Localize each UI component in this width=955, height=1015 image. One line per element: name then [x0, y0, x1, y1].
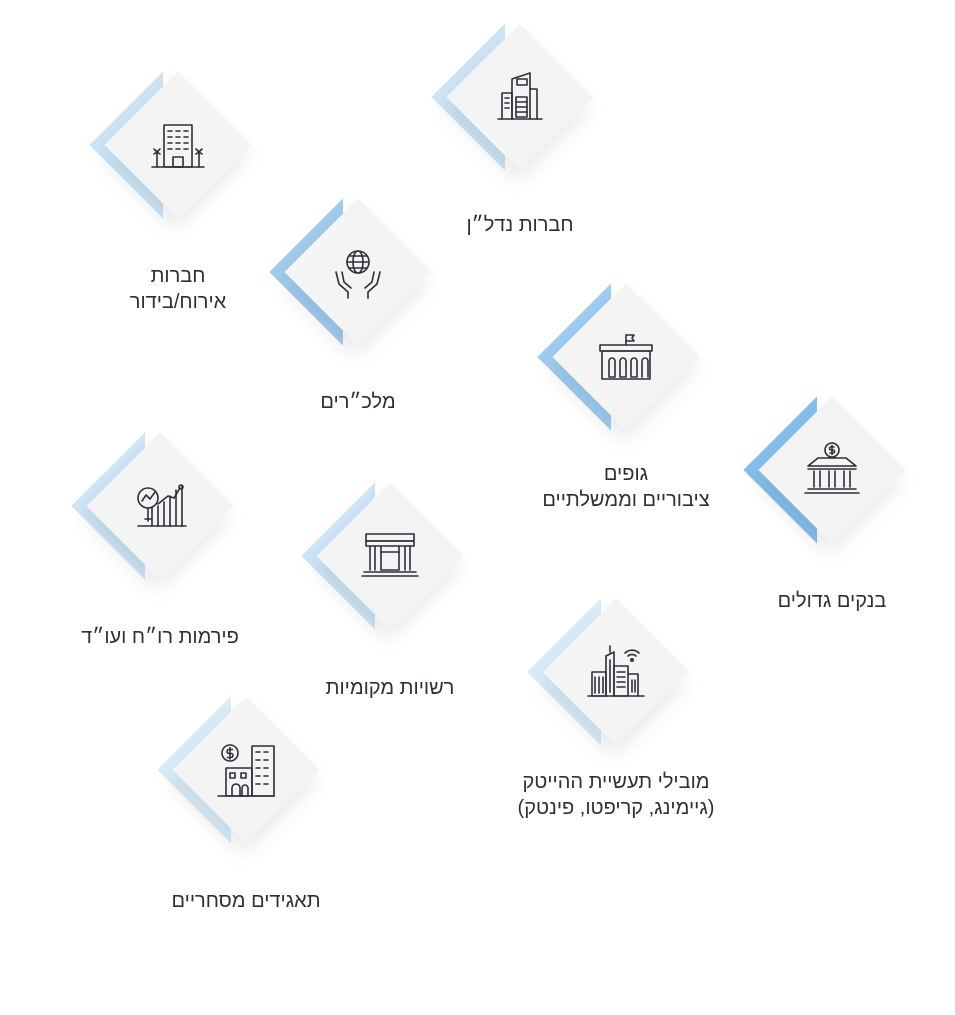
sector-label-line: גופים [603, 463, 649, 485]
sector-label-line: תאגידים מסחריים [171, 890, 321, 912]
sector-label: רשויות מקומיות [326, 675, 455, 701]
sector-label: חברות אירוח/בידור [130, 263, 226, 315]
sector-label: בנקים גדולים [778, 588, 887, 614]
sector-label: מלכ״רים [320, 389, 395, 415]
sector-label: פירמות רו״ח ועו״ד [81, 624, 239, 650]
analytics-icon [130, 476, 190, 536]
sector-label-line: בנקים גדולים [777, 590, 887, 612]
government-building-icon [596, 327, 656, 387]
sector-label-line: מובילי תעשיית ההייטק [522, 771, 710, 793]
bank-icon [802, 440, 862, 500]
smart-city-icon [586, 642, 646, 702]
sector-label-line: מלכ״רים [320, 391, 396, 413]
sector-label-line: אירוח/בידור [129, 291, 227, 313]
sector-label-line: חברות [150, 265, 206, 287]
sector-label: חברות נדל״ן [466, 212, 573, 238]
sector-label-line: רשויות מקומיות [325, 677, 455, 699]
sector-label: מובילי תעשיית ההייטק (גיימינג, קריפטו, פ… [518, 769, 715, 821]
sector-label: גופים ציבוריים וממשלתיים [542, 461, 709, 513]
corporate-finance-icon [216, 740, 276, 800]
town-hall-icon [360, 526, 420, 586]
sector-label-line: ציבוריים וממשלתיים [542, 489, 710, 511]
sector-label: תאגידים מסחריים [171, 888, 320, 914]
hotel-icon [148, 115, 208, 175]
office-building-icon [490, 67, 550, 127]
sector-label-line: פירמות רו״ח ועו״ד [81, 626, 239, 648]
hands-globe-icon [328, 242, 388, 302]
sector-label-line: (גיימינג, קריפטו, פינטק) [517, 797, 715, 819]
sector-label-line: חברות נדל״ן [466, 214, 574, 236]
